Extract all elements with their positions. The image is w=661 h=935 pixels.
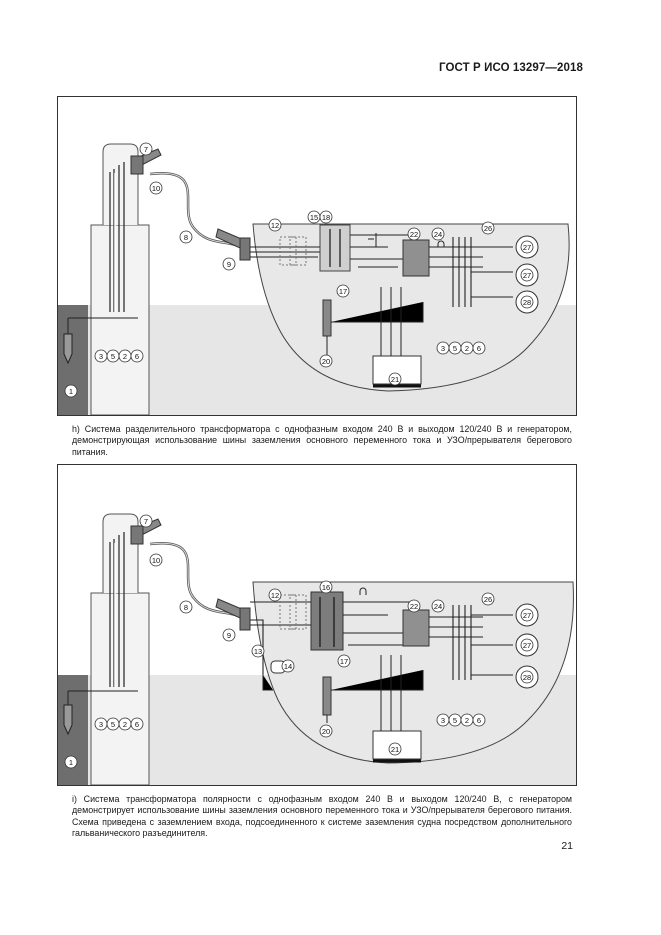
- callout-26: 26: [484, 595, 492, 604]
- callout-8: 8: [184, 603, 188, 612]
- callout-22: 22: [410, 602, 418, 611]
- callout-9: 9: [227, 260, 231, 269]
- callout-16: 16: [322, 583, 330, 592]
- callout-3-ship: 3: [441, 344, 445, 353]
- callout-5-shore: 5: [111, 720, 115, 729]
- callout-21: 21: [391, 745, 399, 754]
- callouts-h: [64, 142, 534, 398]
- callout-26: 26: [484, 224, 492, 233]
- callout-5-ship: 5: [453, 716, 457, 725]
- callout-15: 15: [310, 213, 318, 222]
- shore-pillar: [90, 592, 150, 785]
- transformer: [319, 224, 351, 272]
- figure-i-caption: i) Система трансформатора полярности с о…: [72, 794, 572, 839]
- page-number: 21: [561, 840, 573, 852]
- figure-h-diagram: 7 10 8 9 12 15 18 22 24 26 27 27 28 17 2…: [57, 96, 577, 416]
- shore-pillar: [90, 224, 150, 415]
- callout-5-ship: 5: [453, 344, 457, 353]
- callout-2-shore: 2: [123, 720, 127, 729]
- shore-post: [102, 143, 139, 225]
- callout-6-shore: 6: [135, 720, 139, 729]
- ground-block: [58, 305, 88, 415]
- callout-27a: 27: [523, 243, 531, 252]
- callout-20: 20: [322, 727, 330, 736]
- callout-3-shore: 3: [99, 352, 103, 361]
- callout-10: 10: [152, 184, 160, 193]
- callout-17: 17: [340, 657, 348, 666]
- callout-3-ship: 3: [441, 716, 445, 725]
- callout-21: 21: [391, 375, 399, 384]
- callout-20: 20: [322, 357, 330, 366]
- callout-3-shore: 3: [99, 720, 103, 729]
- figure-i-diagram: 7 10 8 9 12 16 22 24 26 27 27 28 13 14 1…: [57, 464, 577, 786]
- callout-28: 28: [523, 298, 531, 307]
- callout-13: 13: [254, 647, 262, 656]
- callout-2-shore: 2: [123, 352, 127, 361]
- transformer: [310, 591, 344, 651]
- callout-28: 28: [523, 673, 531, 682]
- callout-14: 14: [284, 662, 292, 671]
- figure-i-svg: 7 10 8 9 12 16 22 24 26 27 27 28 13 14 1…: [58, 513, 576, 785]
- callout-24: 24: [434, 230, 442, 239]
- callouts-i: [64, 514, 534, 769]
- callout-2-ship: 2: [465, 344, 469, 353]
- callout-27b: 27: [523, 641, 531, 650]
- callout-7: 7: [144, 145, 148, 154]
- callout-1: 1: [69, 387, 73, 396]
- shore-post: [102, 513, 139, 593]
- figure-h-caption: h) Система разделительного трансформатор…: [72, 424, 572, 457]
- callout-12: 12: [271, 221, 279, 230]
- figure-h-svg: 7 10 8 9 12 15 18 22 24 26 27 27 28 17 2…: [58, 142, 576, 415]
- callout-1: 1: [69, 758, 73, 767]
- callout-27a: 27: [523, 611, 531, 620]
- standard-header: ГОСТ Р ИСО 13297—2018: [438, 62, 583, 74]
- callout-6-shore: 6: [135, 352, 139, 361]
- callout-5-shore: 5: [111, 352, 115, 361]
- callout-12: 12: [271, 591, 279, 600]
- callout-10: 10: [152, 556, 160, 565]
- callout-2-ship: 2: [465, 716, 469, 725]
- callout-7: 7: [144, 517, 148, 526]
- callout-18: 18: [322, 213, 330, 222]
- callout-22: 22: [410, 230, 418, 239]
- callout-27b: 27: [523, 271, 531, 280]
- callout-8: 8: [184, 233, 188, 242]
- callout-17: 17: [339, 287, 347, 296]
- callout-24: 24: [434, 602, 442, 611]
- callout-9: 9: [227, 631, 231, 640]
- callout-6-ship: 6: [477, 344, 481, 353]
- callout-6-ship: 6: [477, 716, 481, 725]
